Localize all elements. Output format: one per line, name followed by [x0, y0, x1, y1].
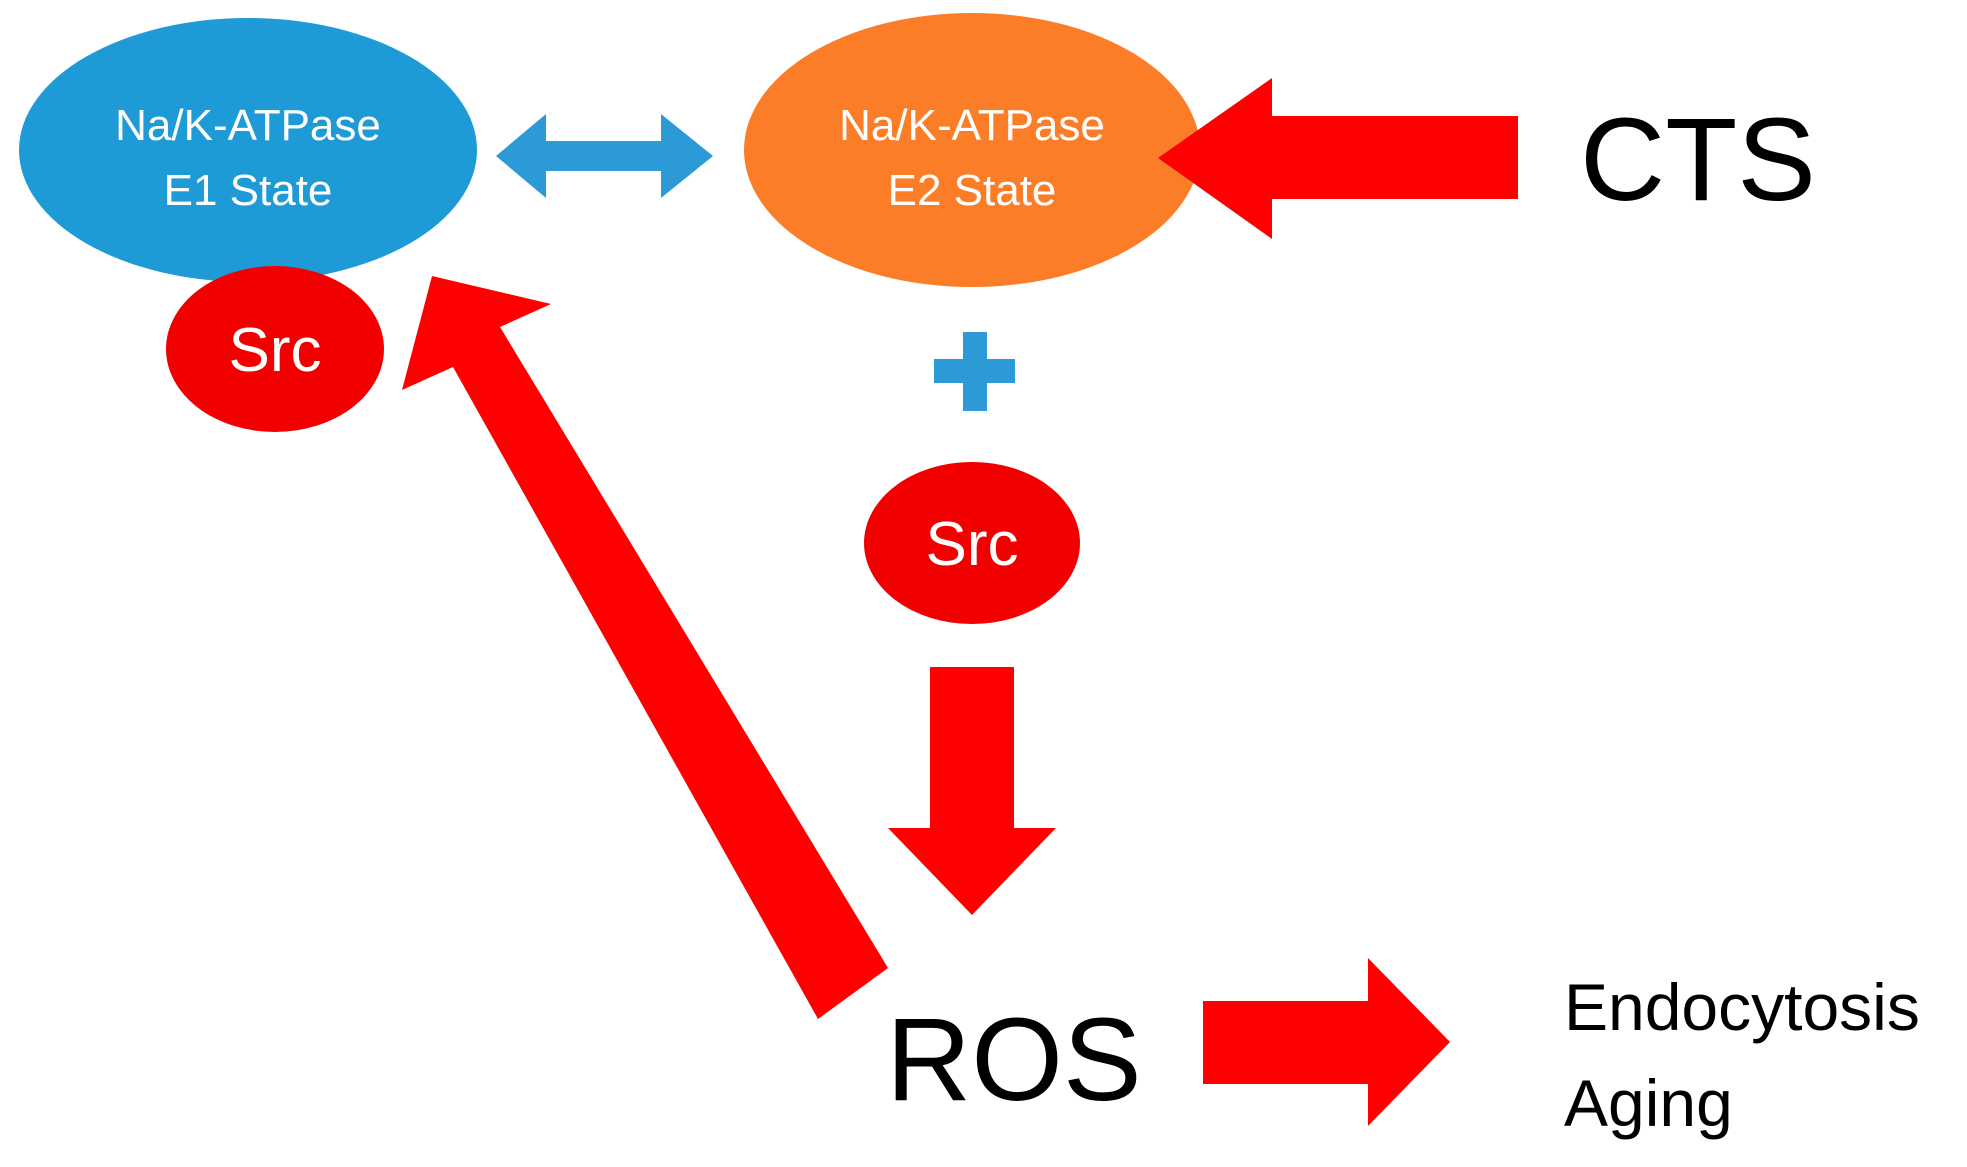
- e2-state-node: Na/K-ATPase E2 State: [744, 13, 1200, 287]
- outcome-endocytosis: Endocytosis: [1564, 970, 1920, 1044]
- e1-state-line2: E1 State: [164, 166, 333, 215]
- e1-state-ellipse: [19, 18, 477, 282]
- src-e1-label: Src: [229, 316, 322, 385]
- ros-to-outcome-arrow: [1203, 958, 1450, 1126]
- src-e1-ellipse: [166, 266, 384, 432]
- plus-icon-vertical: [963, 332, 987, 411]
- cts-label: CTS: [1580, 94, 1816, 226]
- outcome-aging: Aging: [1564, 1066, 1733, 1140]
- ros-label: ROS: [886, 994, 1142, 1126]
- src-e1-node: Src: [166, 266, 384, 432]
- e2-state-ellipse: [744, 13, 1200, 287]
- ros-feedback-arrow: [402, 276, 888, 1019]
- double-headed-arrow-icon: [496, 114, 713, 198]
- src-mid-ellipse: [864, 462, 1080, 624]
- e1-state-node: Na/K-ATPase E1 State: [19, 18, 477, 282]
- src-mid-label: Src: [926, 510, 1019, 579]
- e2-state-line1: Na/K-ATPase: [839, 101, 1105, 150]
- e2-state-line2: E2 State: [888, 166, 1057, 215]
- src-mid-node: Src: [864, 462, 1080, 624]
- plus-icon: [934, 332, 1015, 411]
- src-to-ros-arrow: [888, 667, 1056, 915]
- e1-state-line1: Na/K-ATPase: [115, 101, 381, 150]
- cts-arrow: [1158, 78, 1518, 239]
